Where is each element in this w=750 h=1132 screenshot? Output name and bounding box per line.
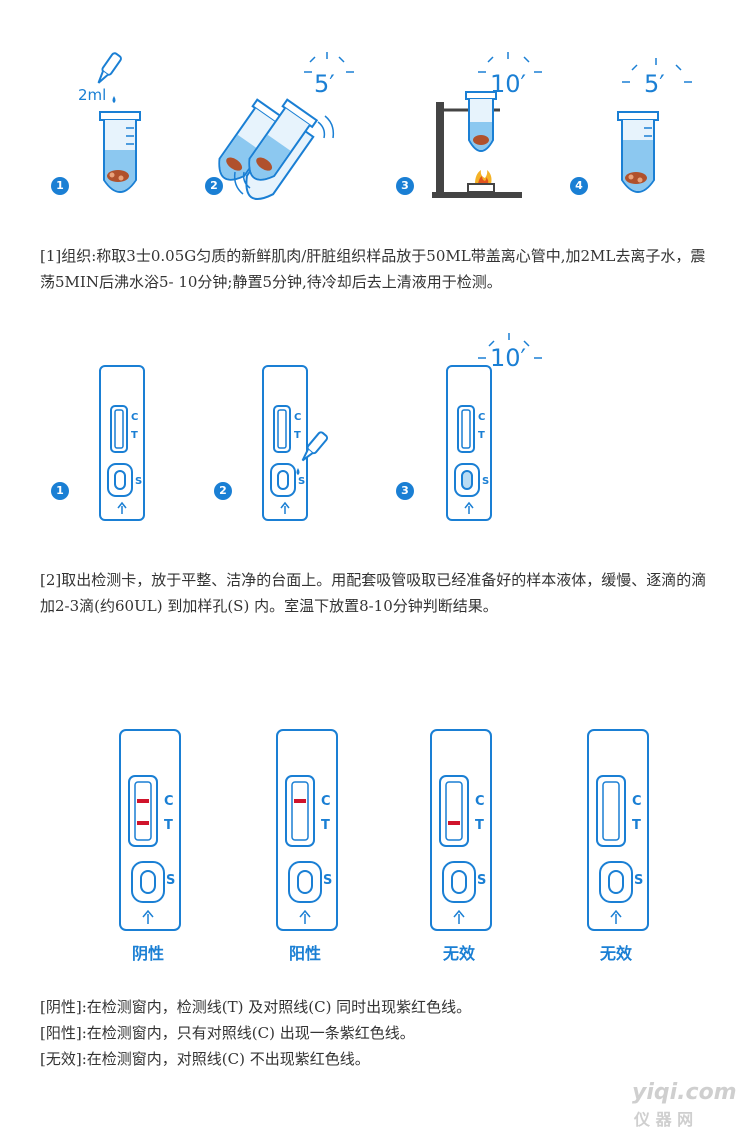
settled-tube-icon — [617, 58, 692, 193]
tube-with-dropper-icon — [97, 52, 141, 193]
control-line — [294, 799, 306, 803]
card-c-label: C — [131, 412, 139, 423]
sample-hole — [297, 870, 313, 894]
card-t-label: T — [632, 818, 641, 833]
card-t-label: T — [321, 818, 330, 833]
sample-hole — [608, 870, 624, 894]
result-label-negative: 阴性 — [131, 944, 164, 963]
result-cards — [119, 729, 649, 931]
test-line — [137, 821, 149, 825]
step1-instruction: [1]组织:称取3士0.05G匀质的新鲜肌肉/肝脏组织样品放于50ML带盖离心管… — [40, 247, 706, 291]
card-c-label: C — [321, 794, 331, 809]
step-badge: 2 — [214, 482, 232, 500]
timer-label: 5′ — [314, 70, 335, 98]
arrow-up-icon — [610, 909, 622, 924]
card-s-label: S — [477, 873, 487, 888]
result-strip — [291, 781, 309, 841]
card-t-label: T — [478, 430, 485, 441]
card-c-label: C — [294, 412, 302, 423]
result-label-positive: 阳性 — [288, 944, 321, 963]
card-s-label: S — [323, 873, 333, 888]
step-badge: 4 — [570, 177, 588, 195]
interpretation-negative: [阴性]:在检测窗内，检测线(T) 及对照线(C) 同时出现紫红色线。 — [40, 998, 472, 1016]
watermark-name: 仪 器 网 — [634, 1110, 694, 1129]
sample-hole — [451, 870, 467, 894]
timer-label: 10′ — [490, 344, 526, 372]
step-badge: 3 — [396, 482, 414, 500]
card-s-label: S — [634, 873, 644, 888]
interpretation-positive: [阳性]:在检测窗内，只有对照线(C) 出现一条紫红色线。 — [40, 1024, 415, 1042]
step-badge: 1 — [51, 482, 69, 500]
result-label-invalid: 无效 — [599, 944, 632, 963]
result-strip — [445, 781, 463, 841]
shaking-tubes-icon — [218, 52, 354, 200]
test-card-with-dropper-icon — [262, 365, 329, 521]
step-badge: 3 — [396, 177, 414, 195]
sample-hole — [140, 870, 156, 894]
timer-label: 5′ — [644, 70, 665, 98]
timer-label: 10′ — [490, 70, 526, 98]
card-s-label: S — [166, 873, 176, 888]
result-label-invalid: 无效 — [442, 944, 475, 963]
test-card-icon — [99, 365, 145, 521]
card-t-label: T — [164, 818, 173, 833]
step-badge: 2 — [205, 177, 223, 195]
step2-instruction: [2]取出检测卡，放于平整、洁净的台面上。用配套吸管吸取已经准备好的样本液体，缓… — [40, 571, 707, 615]
card-c-label: C — [475, 794, 485, 809]
control-line — [137, 799, 149, 803]
card-t-label: T — [294, 430, 301, 441]
arrow-up-icon — [453, 909, 465, 924]
card-s-label: S — [135, 476, 143, 487]
card-c-label: C — [478, 412, 486, 423]
card-t-label: T — [475, 818, 484, 833]
card-s-label: S — [482, 476, 490, 487]
step1-illustrations — [97, 52, 692, 200]
card-c-label: C — [164, 794, 174, 809]
volume-label: 2ml — [78, 86, 107, 104]
result-strip — [134, 781, 152, 841]
step-badge: 1 — [51, 177, 69, 195]
card-t-label: T — [131, 430, 138, 441]
step2-illustrations — [99, 333, 542, 521]
heating-stand-icon — [432, 52, 542, 198]
test-card-waiting-icon — [446, 333, 542, 521]
arrow-up-icon — [142, 909, 154, 924]
test-line — [448, 821, 460, 825]
watermark-url: yiqi.com — [632, 1080, 737, 1105]
arrow-up-icon — [299, 909, 311, 924]
interpretation-invalid: [无效]:在检测窗内，对照线(C) 不出现紫红色线。 — [40, 1050, 370, 1068]
card-c-label: C — [632, 794, 642, 809]
result-strip — [602, 781, 620, 841]
card-s-label: S — [298, 476, 306, 487]
